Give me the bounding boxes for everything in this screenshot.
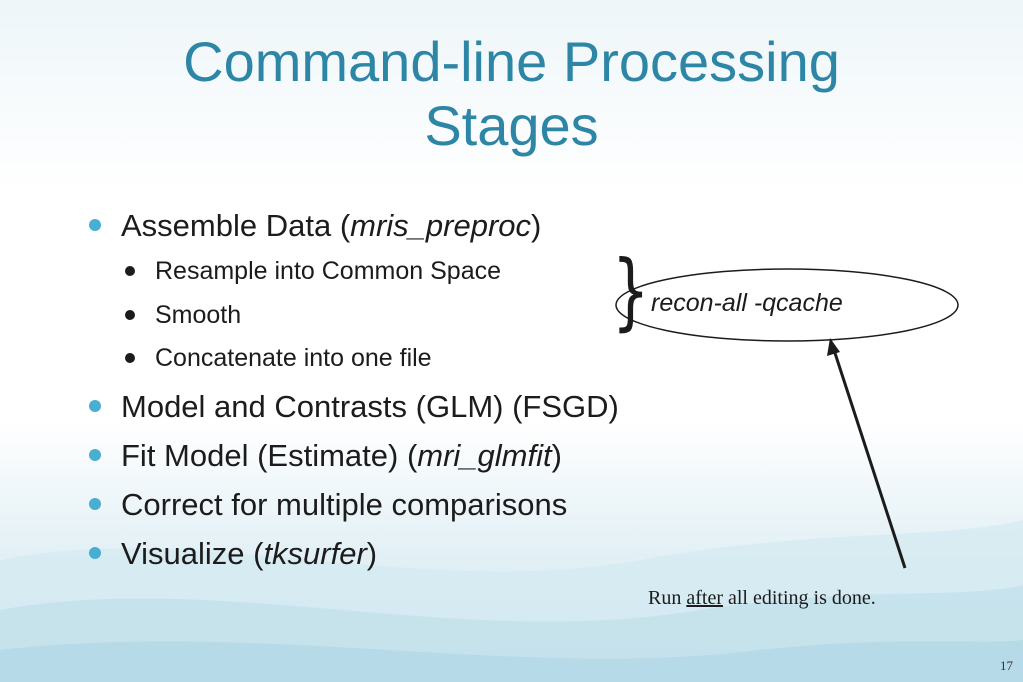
bullet-text: ) bbox=[531, 208, 542, 243]
bullet-assemble-data: Assemble Data (mris_preproc) bbox=[121, 206, 541, 246]
bullet-command: mris_preproc bbox=[350, 208, 532, 243]
callout-ellipse bbox=[615, 268, 959, 342]
bullet-text: ) bbox=[366, 536, 378, 571]
sub-bullet-dot bbox=[125, 266, 135, 276]
title-line-1: Command-line Processing bbox=[183, 30, 840, 93]
qcache-label: recon-all -qcache bbox=[651, 289, 843, 317]
note-emphasis: after bbox=[686, 587, 723, 609]
sub-bullet-smooth: Smooth bbox=[155, 301, 242, 329]
note-text: all editing is done. bbox=[722, 587, 876, 609]
slide-title: Command-line Processing Stages bbox=[0, 30, 1023, 158]
bullet-dot bbox=[89, 400, 101, 412]
sub-bullet-dot bbox=[125, 310, 135, 320]
bullet-text: Fit Model (Estimate) ( bbox=[121, 438, 418, 473]
page-number: 17 bbox=[1000, 658, 1013, 673]
arrow-line bbox=[832, 349, 907, 569]
bullet-text: ) bbox=[551, 438, 562, 473]
bullet-dot bbox=[89, 498, 101, 510]
bullet-command: tksurfer bbox=[263, 536, 367, 571]
editing-note: Run after all editing is done. bbox=[648, 587, 876, 610]
bullet-dot bbox=[89, 547, 101, 559]
sub-bullet-concatenate: Concatenate into one file bbox=[155, 344, 432, 372]
sub-bullet-dot bbox=[125, 353, 135, 363]
bullet-text: Visualize ( bbox=[121, 536, 264, 571]
sub-bullet-resample: Resample into Common Space bbox=[155, 257, 501, 285]
title-line-2: Stages bbox=[424, 94, 599, 157]
bullet-dot bbox=[89, 219, 101, 231]
bullet-dot bbox=[89, 449, 101, 461]
bullet-visualize: Visualize (tksurfer) bbox=[121, 534, 377, 574]
bullet-model-contrasts: Model and Contrasts (GLM) (FSGD) bbox=[121, 389, 619, 424]
note-text: Run bbox=[648, 587, 687, 609]
bullet-text: Assemble Data ( bbox=[121, 208, 351, 243]
bullet-fit-model: Fit Model (Estimate) (mri_glmfit) bbox=[121, 436, 562, 476]
bullet-correct-multiple: Correct for multiple comparisons bbox=[121, 487, 568, 522]
arrow-head bbox=[827, 338, 840, 356]
bullet-command: mri_glmfit bbox=[417, 438, 552, 473]
